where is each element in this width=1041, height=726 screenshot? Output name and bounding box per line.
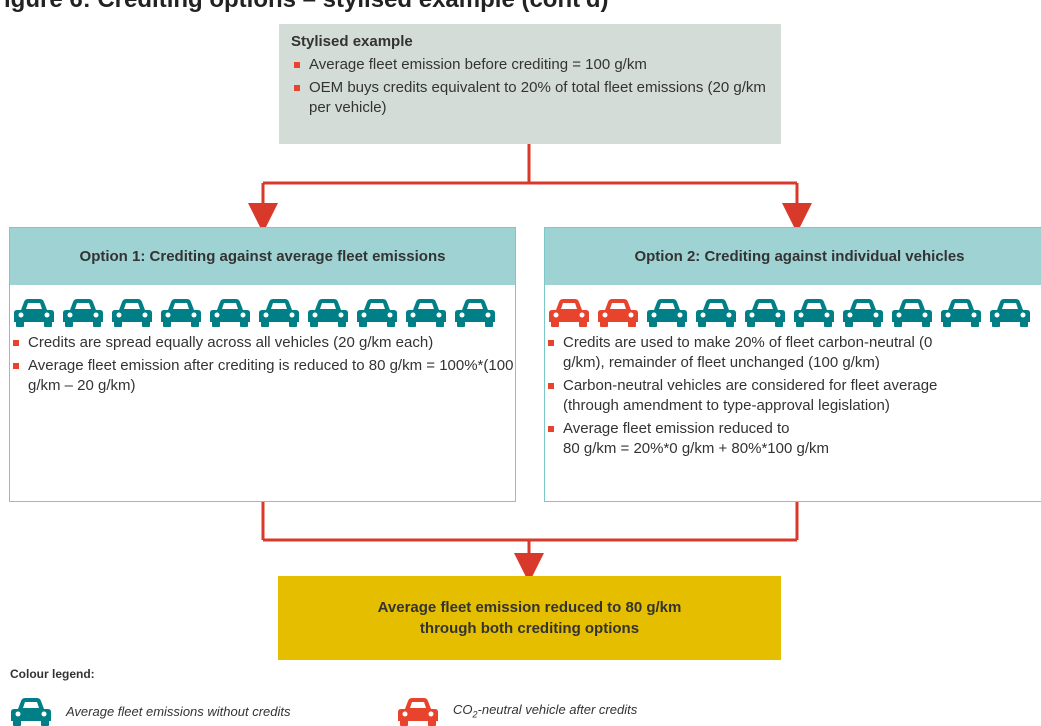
list-item: Credits are used to make 20% of fleet ca… bbox=[545, 333, 1041, 373]
car-icon-teal bbox=[406, 299, 446, 327]
bullet-icon bbox=[548, 426, 554, 432]
option2-heading: Option 2: Crediting against individual v… bbox=[545, 228, 1041, 285]
car-icon-teal bbox=[112, 299, 152, 327]
car-icon-teal bbox=[892, 299, 932, 327]
result-box: Average fleet emission reduced to 80 g/k… bbox=[278, 576, 781, 660]
legend-item-teal: Average fleet emissions without credits bbox=[10, 696, 290, 726]
legend-item-red: CO2-neutral vehicle after credits bbox=[397, 696, 637, 726]
option1-panel: Option 1: Crediting against average flee… bbox=[9, 227, 516, 502]
option2-panel: Option 2: Crediting against individual v… bbox=[544, 227, 1041, 502]
stylised-example-heading: Stylised example bbox=[291, 33, 413, 50]
stylised-example-box: Stylised example Average fleet emission … bbox=[279, 24, 781, 144]
car-icon-teal bbox=[357, 299, 397, 327]
car-icon-teal bbox=[161, 299, 201, 327]
stylised-bullets: Average fleet emission before crediting … bbox=[291, 55, 769, 118]
option2-car-row bbox=[545, 285, 1041, 333]
bullet-icon bbox=[548, 383, 554, 389]
car-icon-red bbox=[549, 299, 589, 327]
legend-teal-label: Average fleet emissions without credits bbox=[66, 703, 291, 719]
car-icon-teal bbox=[259, 299, 299, 327]
option1-heading: Option 1: Crediting against average flee… bbox=[10, 228, 515, 285]
bullet-icon bbox=[548, 340, 554, 346]
bullet-icon bbox=[294, 85, 300, 91]
option1-bullets: Credits are spread equally across all ve… bbox=[10, 333, 515, 396]
car-icon-teal bbox=[455, 299, 495, 327]
bullet-icon bbox=[13, 340, 19, 346]
list-item: Average fleet emission after crediting i… bbox=[10, 356, 515, 396]
result-line-2: through both crediting options bbox=[419, 620, 640, 637]
car-icon-teal bbox=[794, 299, 834, 327]
car-icon-teal bbox=[696, 299, 736, 327]
car-icon-teal bbox=[990, 299, 1030, 327]
legend-red-label: CO2-neutral vehicle after credits bbox=[453, 702, 638, 720]
list-item: Average fleet emission before crediting … bbox=[291, 55, 769, 75]
car-icon-teal bbox=[647, 299, 687, 327]
option2-bullets: Credits are used to make 20% of fleet ca… bbox=[545, 333, 1041, 459]
result-line-1: Average fleet emission reduced to 80 g/k… bbox=[377, 599, 682, 616]
car-icon bbox=[398, 698, 438, 726]
list-item: OEM buys credits equivalent to 20% of to… bbox=[291, 78, 769, 118]
car-icon-teal bbox=[745, 299, 785, 327]
car-icon-teal bbox=[14, 299, 54, 327]
car-icon bbox=[11, 698, 51, 726]
car-icon-teal bbox=[210, 299, 250, 327]
list-item: Carbon-neutral vehicles are considered f… bbox=[545, 376, 1041, 416]
car-icon-teal bbox=[63, 299, 103, 327]
car-icon-teal bbox=[941, 299, 981, 327]
figure-title: igure 6: Crediting options – stylised ex… bbox=[4, 0, 608, 14]
list-item: Credits are spread equally across all ve… bbox=[10, 333, 515, 353]
car-icon-teal bbox=[843, 299, 883, 327]
car-icon-teal bbox=[308, 299, 348, 327]
bullet-icon bbox=[13, 363, 19, 369]
option1-car-row bbox=[10, 285, 515, 333]
legend-title: Colour legend: bbox=[10, 667, 95, 681]
bullet-icon bbox=[294, 62, 300, 68]
car-icon-red bbox=[598, 299, 638, 327]
